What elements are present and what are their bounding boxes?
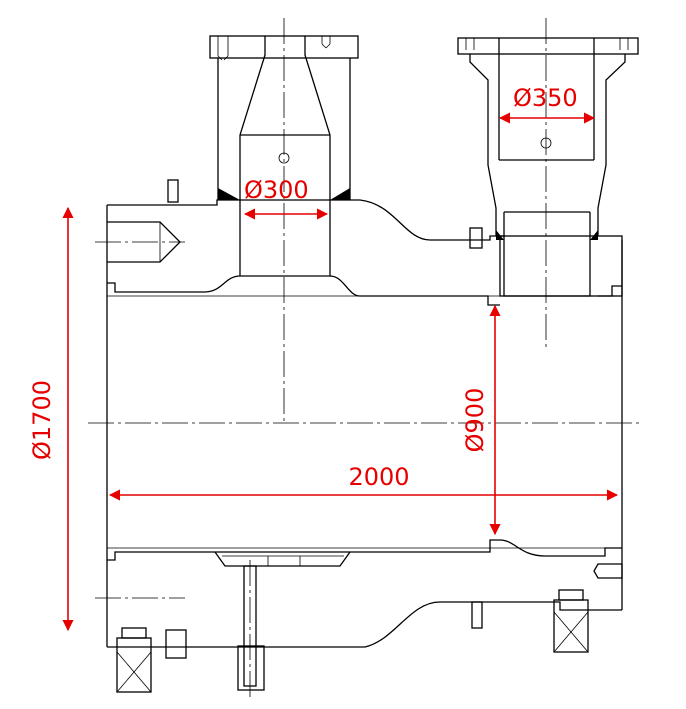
bore-lower-line bbox=[107, 539, 622, 561]
right-nozzle-right-wall bbox=[597, 54, 626, 236]
right-nozzle-left-wall bbox=[469, 54, 497, 236]
fittings bbox=[107, 179, 623, 659]
body-top-contour bbox=[107, 199, 505, 241]
main-body bbox=[106, 199, 623, 648]
left-flange-bolt-2 bbox=[321, 36, 331, 49]
bottom-long-bolt bbox=[243, 565, 257, 687]
right-flange-bolts bbox=[465, 38, 629, 50]
body-bottom-contour bbox=[107, 601, 622, 648]
right-weld-2 bbox=[590, 230, 598, 240]
left-weld-2 bbox=[330, 188, 350, 200]
left-nozzle-taper bbox=[239, 36, 331, 136]
bottom-pad bbox=[214, 551, 351, 567]
dim-2000-label: 2000 bbox=[348, 463, 409, 491]
right-foot-cap bbox=[558, 589, 584, 601]
left-center-mark bbox=[278, 152, 290, 164]
left-nozzle-outer-walls bbox=[217, 58, 351, 200]
right-foot-cross bbox=[553, 611, 589, 653]
right-nozzle-boss bbox=[499, 235, 623, 297]
bottom-right-fitting bbox=[471, 601, 483, 629]
left-weld-1 bbox=[218, 188, 240, 200]
bore-upper-line bbox=[107, 275, 500, 306]
left-foot-cross bbox=[116, 651, 152, 693]
top-small-fitting bbox=[167, 179, 179, 203]
right-nozzle-flange bbox=[457, 37, 639, 55]
side-plug bbox=[107, 221, 181, 263]
right-foot-block bbox=[553, 599, 589, 653]
dim-300-label: Ø300 bbox=[244, 176, 309, 204]
bore-upper-right-step bbox=[598, 285, 622, 297]
bottom-left-fitting bbox=[165, 629, 187, 659]
right-nozzle-lower-bore bbox=[503, 212, 591, 297]
right-nozzle bbox=[457, 37, 639, 297]
left-flange-bolt-1 bbox=[217, 36, 229, 61]
dim-900-label: Ø900 bbox=[461, 388, 489, 453]
bottom-bolt-nut bbox=[237, 645, 265, 691]
dimensions: Ø300 Ø350 Ø1700 Ø900 2000 bbox=[28, 84, 619, 632]
right-center-mark bbox=[540, 137, 552, 149]
right-top-fitting bbox=[469, 227, 483, 249]
centerlines bbox=[88, 18, 640, 700]
right-side-plug bbox=[593, 563, 623, 579]
dim-350-label: Ø350 bbox=[513, 84, 578, 112]
feet bbox=[116, 565, 589, 693]
left-nozzle-flange bbox=[209, 35, 359, 59]
right-weld-1 bbox=[496, 230, 504, 240]
left-foot-cap bbox=[121, 627, 147, 639]
dim-1700-label: Ø1700 bbox=[28, 380, 56, 460]
left-foot-block bbox=[116, 637, 152, 693]
left-nozzle bbox=[209, 35, 359, 276]
